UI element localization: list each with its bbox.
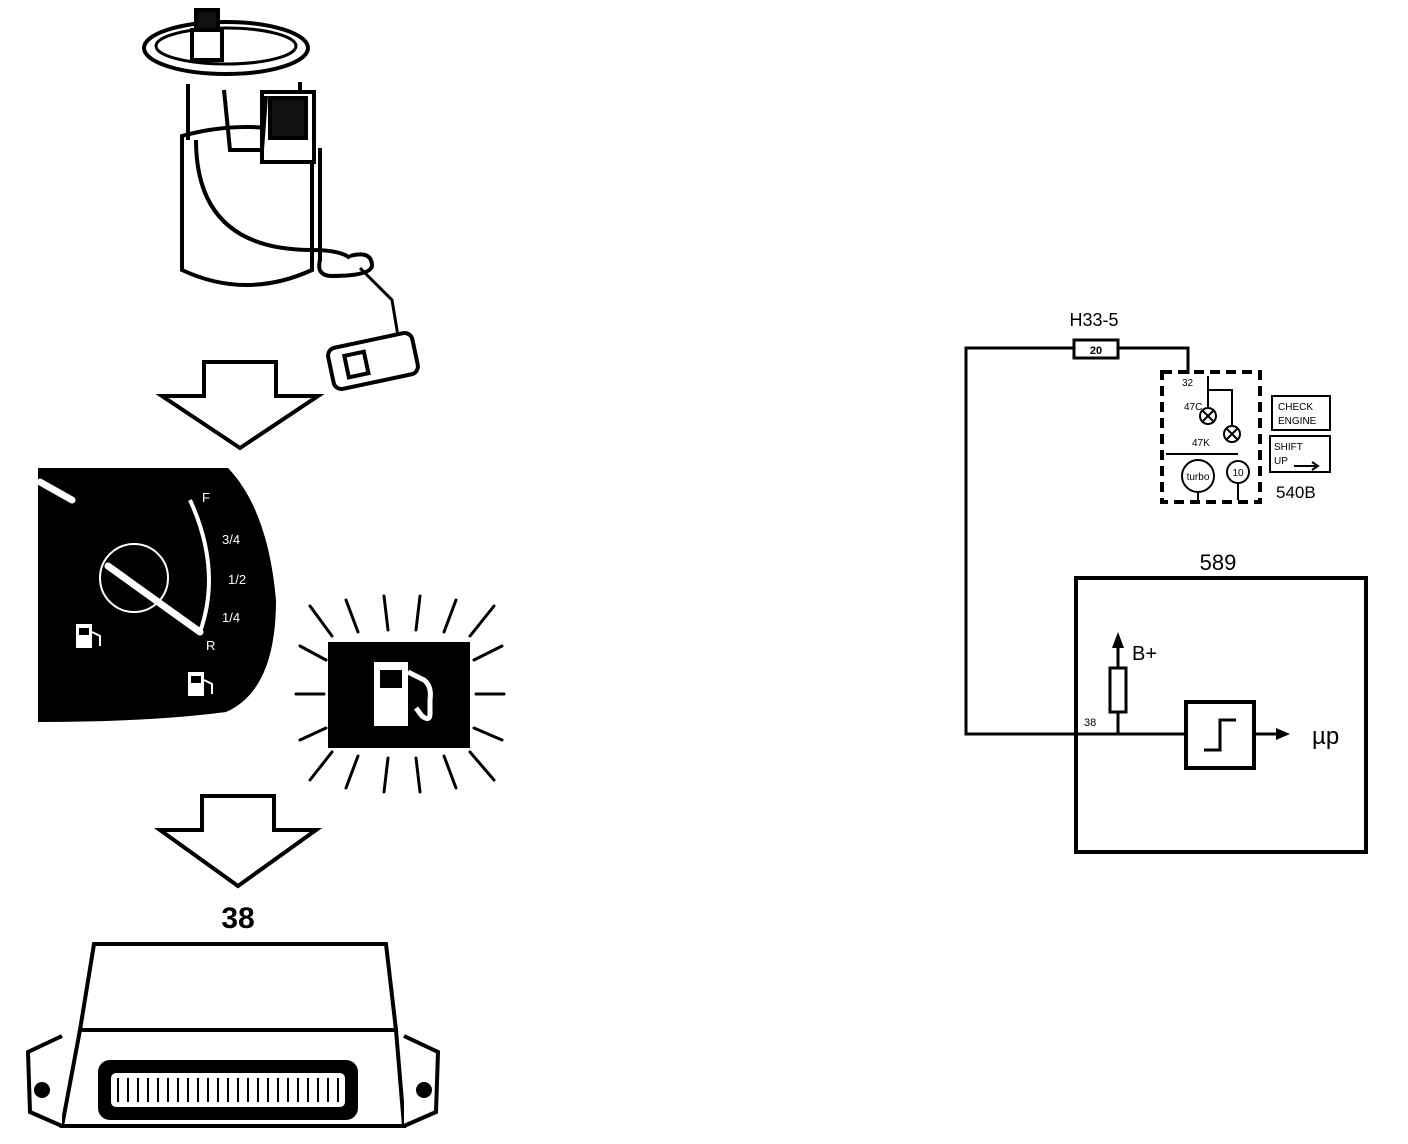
output-arrow-icon [1276, 728, 1290, 740]
gauge-mark-quarter: 1/4 [222, 610, 240, 625]
fuel-pump-sender-illustration [142, 8, 420, 391]
supply-arrow-icon [1112, 632, 1124, 648]
gauge-mark-reserve: R [206, 638, 215, 653]
pin-32-label: 32 [1182, 378, 1194, 389]
module-589-box [1074, 576, 1368, 854]
ecu-label: 38 [221, 902, 254, 935]
connector-pin-label: 20 [1090, 345, 1102, 357]
fuel-pump-icon [374, 662, 433, 726]
output-label: µp [1312, 723, 1339, 750]
check-engine-line2: ENGINE [1278, 416, 1317, 427]
module-label: 589 [1200, 550, 1237, 575]
fuel-pump-icon [76, 624, 213, 696]
connector-h33-5 [1072, 338, 1120, 360]
instrument-cluster-label: 540B [1276, 483, 1316, 502]
instrument-cluster-box [1160, 370, 1262, 504]
shift-up-line2: UP [1274, 456, 1288, 467]
pin-38-label: 38 [1084, 717, 1096, 729]
gauge-mark-half: 1/2 [228, 572, 246, 587]
turbo-gauge-label: turbo [1187, 472, 1210, 483]
lamp-47k-label: 47K [1192, 438, 1210, 449]
down-arrow-2 [153, 794, 323, 889]
instrument-cluster-gauge: F 3/4 1/2 1/4 R [36, 468, 276, 722]
schmitt-trigger-symbol [1204, 718, 1236, 752]
gauge-mark-three-quarter: 3/4 [222, 532, 240, 547]
connector-label: H33-5 [1069, 310, 1118, 330]
gauge-mark-full: F [202, 490, 210, 505]
check-engine-indicator [1271, 395, 1331, 431]
down-arrow-1 [155, 360, 325, 451]
ecu-unit-illustration [25, 942, 441, 1128]
connector-to-cluster-wire [1118, 346, 1190, 374]
circuit-diagram: H33-5 20 32 47C 47K turbo 10 CHECK ENGIN… [964, 310, 1368, 854]
pull-up-resistor [1108, 666, 1128, 714]
low-fuel-warning-light [294, 594, 506, 794]
shift-up-arrow-icon [1294, 461, 1320, 471]
supply-label: B+ [1132, 643, 1157, 665]
lamp-47c-label: 47C [1184, 402, 1202, 413]
shift-up-line1: SHIFT [1274, 442, 1303, 453]
check-engine-line1: CHECK [1278, 402, 1313, 413]
gauge-10-label: 10 [1232, 468, 1244, 479]
